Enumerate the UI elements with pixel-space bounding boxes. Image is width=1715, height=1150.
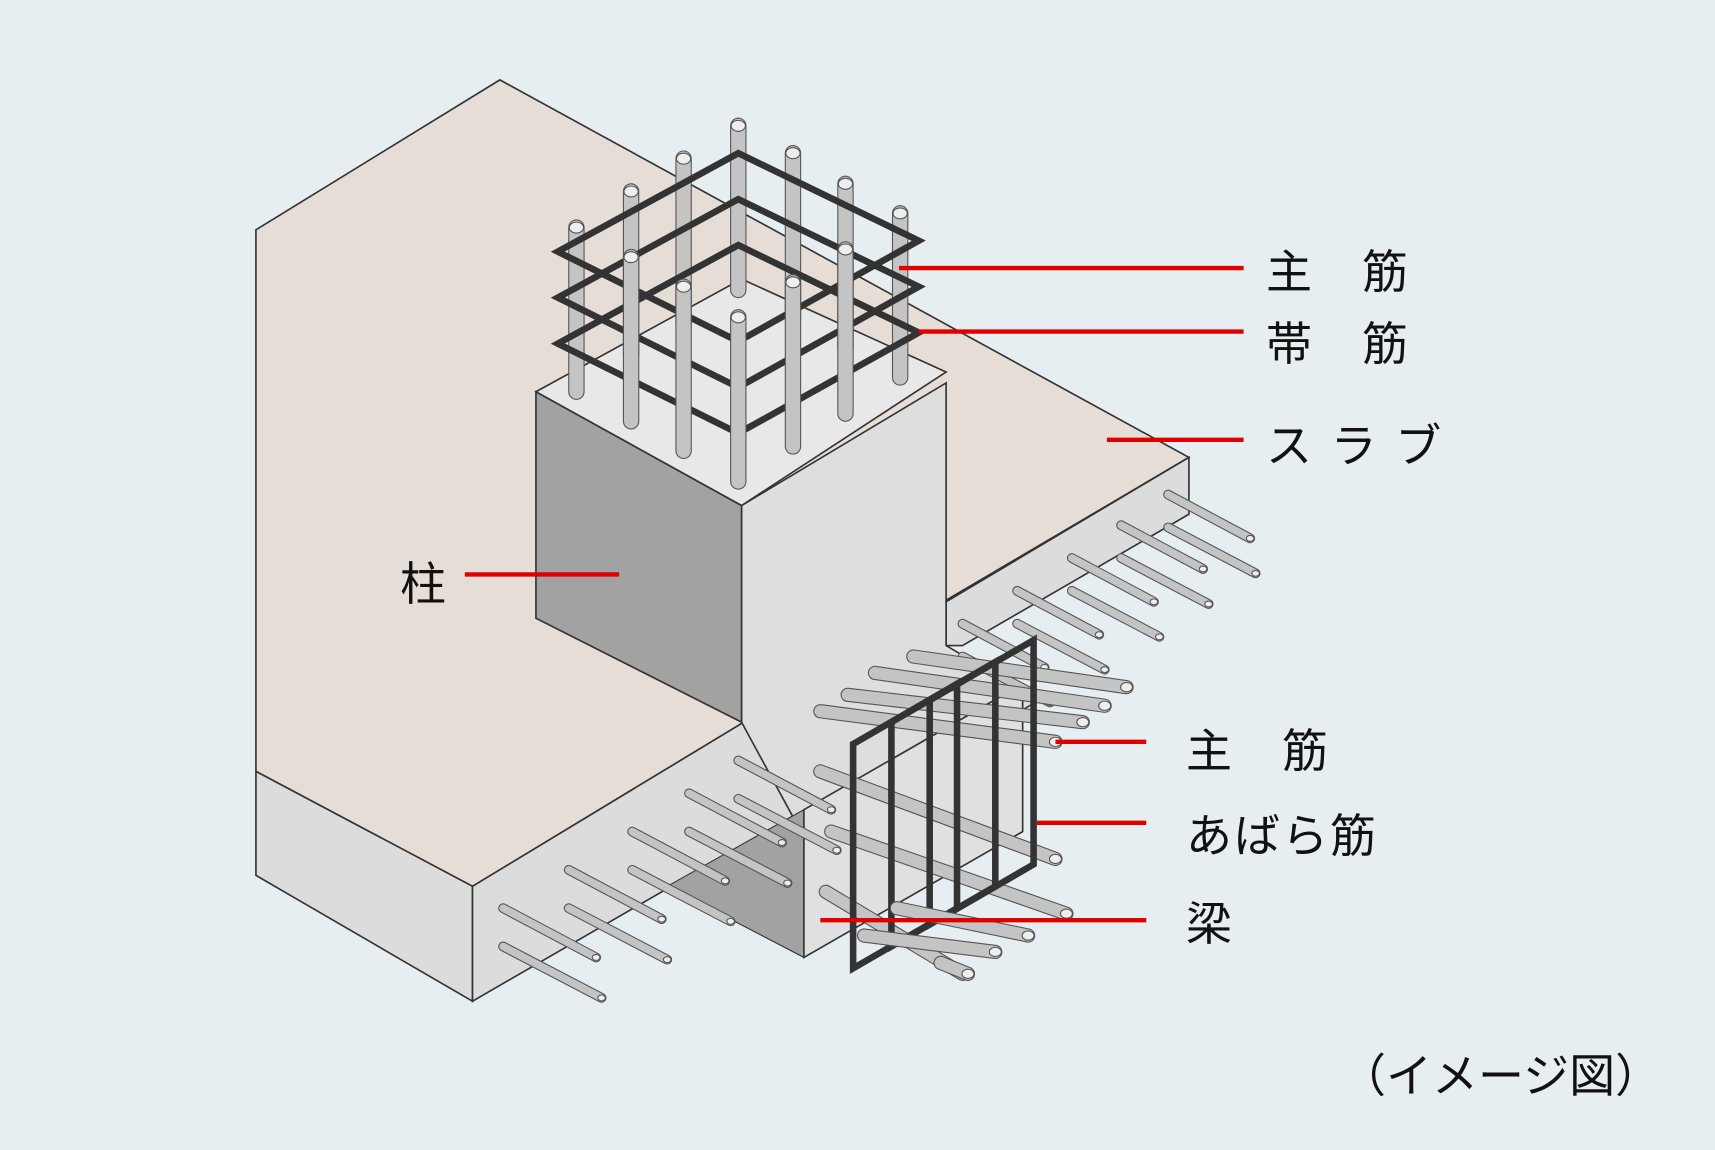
rebar-end: [623, 185, 639, 198]
rebar: [734, 756, 836, 814]
rebar-end: [675, 152, 692, 165]
rebar-end: [730, 311, 746, 324]
rebar-end: [785, 276, 801, 289]
rebar-end: [1048, 853, 1063, 865]
rebar: [499, 904, 600, 962]
rebar: [1068, 587, 1164, 641]
rebar: [814, 765, 1062, 865]
rebar-end: [662, 956, 672, 964]
rebar: [734, 794, 841, 855]
label-slab: ス ラ ブ: [1266, 419, 1444, 473]
caption: （イメージ図）: [1340, 1049, 1662, 1103]
rebar: [1117, 554, 1213, 608]
leader-lines: [464, 265, 1244, 923]
rebar-end: [1021, 930, 1035, 941]
rebar-end: [623, 251, 639, 264]
rebar: [1117, 521, 1207, 573]
label-beam: 梁: [1186, 897, 1234, 951]
rebar: [1068, 554, 1158, 606]
rebar: [814, 705, 1062, 748]
rebar-end: [730, 119, 746, 132]
beam-rebars: [813, 634, 1134, 981]
rebar-end: [777, 839, 787, 847]
rebar-end: [568, 221, 585, 234]
rebar: [868, 666, 1111, 712]
rebar-end: [1149, 598, 1159, 606]
label-stirrup: あばら筋: [1186, 809, 1378, 863]
rebar-end: [785, 147, 801, 160]
rebar: [858, 929, 1002, 958]
rebar-end: [1098, 700, 1112, 711]
rebar-end: [726, 917, 735, 925]
rebar-end: [1076, 716, 1090, 728]
rebar: [1013, 587, 1104, 639]
rebar: [1164, 490, 1254, 543]
label-hoop: 帯 筋: [1266, 317, 1410, 371]
rebar: [564, 866, 666, 923]
rebar-end: [657, 915, 667, 923]
rebar: [685, 789, 786, 847]
rebar-end: [961, 968, 975, 980]
rebar-end: [591, 953, 601, 961]
rebar-end: [597, 994, 606, 1002]
rebar-end: [1251, 569, 1260, 577]
rebar: [825, 825, 1073, 920]
stirrup: [926, 634, 1037, 931]
label-column: 柱: [400, 557, 448, 611]
rebar-end: [1245, 534, 1255, 542]
rebar: [685, 827, 792, 887]
rebar-end: [1198, 565, 1208, 573]
rebar-end: [1155, 633, 1164, 641]
rebar: [499, 942, 606, 1002]
rebar-end: [988, 946, 1002, 958]
rebar-end: [783, 879, 792, 887]
rebar: [907, 650, 1133, 694]
rebar: [1013, 619, 1109, 674]
rebar-end: [892, 207, 908, 220]
rebar-end: [837, 243, 854, 256]
rebar-end: [1204, 600, 1213, 608]
column-rebars: [550, 117, 926, 490]
label-column-main-rebar: 主 筋: [1266, 245, 1410, 299]
rebar-end: [675, 280, 692, 293]
rebar: [628, 827, 729, 885]
rebar: [1164, 523, 1260, 578]
rebar: [841, 688, 1089, 729]
rebar-end: [1100, 666, 1110, 674]
rebar-end: [720, 877, 730, 885]
rebar-end: [826, 806, 836, 814]
rebar-end: [832, 846, 842, 854]
rebar-end: [1120, 681, 1134, 693]
rebar-end: [1059, 908, 1073, 919]
rebar: [564, 904, 672, 964]
rebar-end: [1094, 631, 1104, 639]
rebar-end: [837, 177, 854, 190]
rebar: [628, 866, 735, 926]
label-beam-main-rebar: 主 筋: [1186, 724, 1330, 778]
